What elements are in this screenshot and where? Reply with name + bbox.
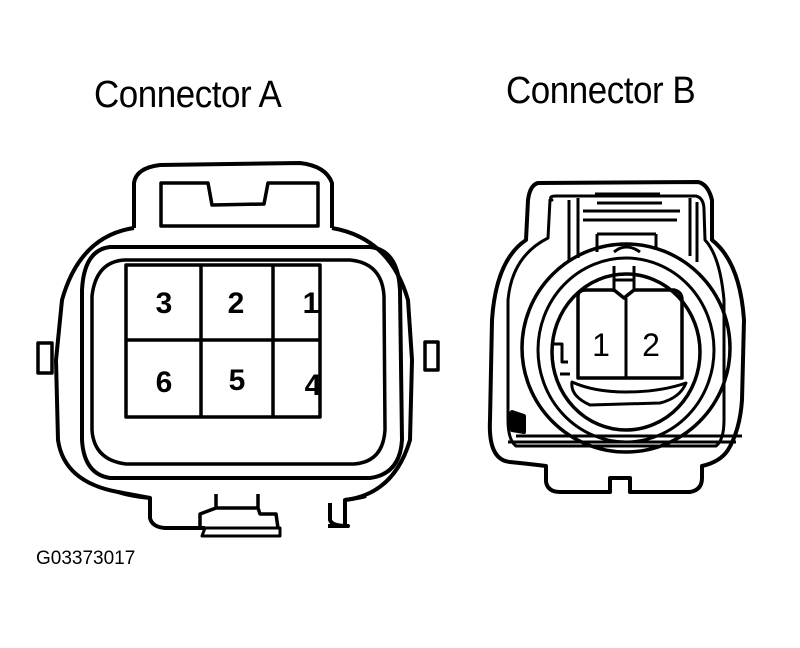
connector-a-inner-frame <box>80 245 404 480</box>
connector-a-left-tab <box>36 341 54 375</box>
connector-b-outer-ring <box>520 242 732 454</box>
connector-b-inner-ring <box>550 272 702 432</box>
figure-code: G03373017 <box>36 548 136 569</box>
connector-a-pin-3: 3 <box>156 287 173 320</box>
connector-b-pin-block <box>576 288 684 380</box>
connector-b-outer-body <box>487 180 746 494</box>
connector-b-latch-frame <box>506 194 726 448</box>
connector-a-pin-2: 2 <box>228 287 245 320</box>
connector-a-right-tab <box>423 340 440 372</box>
connector-a-title: Connector A <box>94 74 282 116</box>
connector-a-pin-4: 4 <box>305 369 322 402</box>
connector-b-title: Connector B <box>506 70 696 112</box>
connector-a-bottom-latch <box>198 494 280 529</box>
connector-a-pin-1: 1 <box>303 287 320 320</box>
connector-a-pin-6: 6 <box>156 366 173 399</box>
connector-a-top-latch <box>132 161 334 228</box>
connector-b-pin-2: 2 <box>642 327 660 363</box>
connector-a-pin-5: 5 <box>229 364 246 397</box>
connector-a-inner-cavity <box>90 258 387 466</box>
connector-b <box>487 180 746 494</box>
connector-b-pin-1: 1 <box>592 327 610 363</box>
connector-a <box>36 161 440 538</box>
